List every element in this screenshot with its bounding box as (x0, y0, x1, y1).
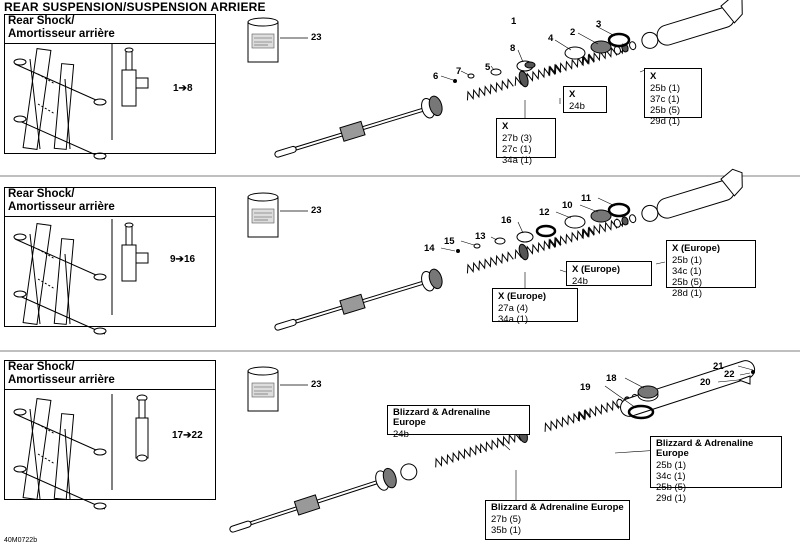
box-line: 27c (1) (502, 144, 532, 155)
panel-1-box-x-b: X 24b (563, 86, 607, 113)
callout-4: 4 (548, 33, 554, 44)
box-header: X (Europe) (672, 243, 721, 254)
oil-ref-callout: 23 (311, 32, 322, 43)
callout-1: 1 (511, 16, 517, 27)
oil-ref-callout: 23 (311, 205, 322, 216)
shock-thumbnail-1 (121, 47, 149, 107)
callout-12: 12 (539, 207, 550, 218)
box-line: 37c (1) (650, 94, 680, 105)
box-header: Blizzard & Adrenaline Europe (491, 502, 624, 513)
box-header: X (Europe) (498, 291, 547, 302)
box-header: Blizzard & Adrenaline Europe (393, 407, 491, 428)
panel-1-box-x-c: X 27b (3) 27c (1) 34a (1) (496, 118, 556, 166)
box-line: 28d (1) (672, 288, 703, 299)
box-header: X (650, 71, 657, 82)
panel-2-thumbnail-frame (4, 217, 216, 327)
box-line: 29d (1) (656, 493, 687, 504)
callout-11: 11 (581, 193, 592, 204)
callout-20: 20 (700, 377, 711, 388)
callout-22: 22 (724, 369, 735, 380)
callout-18: 18 (606, 373, 617, 384)
panel-1-thumbnail-frame (4, 44, 216, 154)
callout-13: 13 (475, 231, 486, 242)
page-title: REAR SUSPENSION/SUSPENSION ARRIERE (4, 0, 266, 14)
shock-thumbnail-3 (135, 394, 149, 462)
box-line: 27b (5) (491, 514, 522, 525)
panel-2-header: Rear Shock/ Amortisseur arrière (4, 187, 216, 217)
box-line: 24b (393, 429, 409, 440)
panel-3-thumbnail-frame (4, 390, 216, 500)
panel-2-title-en: Rear Shock/ (8, 188, 75, 200)
panel-1-art (13, 0, 743, 160)
panel-3-box-blizzard-b: Blizzard & Adrenaline Europe 25b (1) 34c… (650, 436, 782, 504)
callout-10: 10 (562, 200, 573, 211)
oil-ref-callout: 23 (311, 379, 322, 390)
callout-6: 6 (433, 71, 439, 82)
panel-3-title-en: Rear Shock/ (8, 361, 75, 373)
panel-1-title-en: Rear Shock/ (8, 15, 75, 27)
oil-can-icon (247, 192, 279, 238)
box-line: 25b (5) (656, 482, 687, 493)
box-line: 27b (3) (502, 133, 533, 144)
shock-thumbnail-2 (121, 222, 149, 282)
panel-1-title-fr: Amortisseur arrière (8, 28, 115, 40)
box-line: 24b (569, 101, 585, 112)
callout-7: 7 (456, 66, 462, 77)
panel-2-art (13, 168, 743, 335)
box-line: 34c (1) (656, 471, 686, 482)
panel-3-range: 17➔22 (172, 430, 203, 441)
callout-14: 14 (424, 243, 435, 254)
box-line: 25b (5) (672, 277, 703, 288)
panel-2-title-fr: Amortisseur arrière (8, 201, 115, 213)
box-line: 25b (1) (672, 255, 703, 266)
callout-21: 21 (713, 361, 724, 372)
panel-3-title-fr: Amortisseur arrière (8, 374, 115, 386)
oil-can-icon (247, 17, 279, 63)
box-line: 24b (572, 276, 588, 287)
box-line: 25b (1) (656, 460, 687, 471)
box-line: 25b (5) (650, 105, 681, 116)
box-line: 35b (1) (491, 525, 522, 536)
box-header: Blizzard & Adrenaline Europe (656, 438, 754, 459)
box-line: 27a (4) (498, 303, 529, 314)
callout-16: 16 (501, 215, 512, 226)
box-line: 34a (1) (498, 314, 529, 325)
callout-8: 8 (510, 43, 516, 54)
figure-ref: 40M0722b (4, 537, 38, 544)
panel-1-header: Rear Shock/ Amortisseur arrière (4, 14, 216, 44)
panel-3-header: Rear Shock/ Amortisseur arrière (4, 360, 216, 390)
panel-2-box-europe-c: X (Europe) 27a (4) 34a (1) (492, 288, 578, 325)
box-line: 25b (1) (650, 83, 681, 94)
panel-3-box-blizzard-c: Blizzard & Adrenaline Europe 27b (5) 35b… (485, 500, 630, 540)
callout-3: 3 (596, 19, 602, 30)
box-header: X (Europe) (572, 264, 621, 275)
box-line: 34c (1) (672, 266, 702, 277)
box-header: X (502, 121, 509, 132)
callout-2: 2 (570, 27, 576, 38)
panel-3-art (13, 360, 756, 533)
callout-5: 5 (485, 62, 491, 73)
box-line: 34a (1) (502, 155, 533, 166)
box-header: X (569, 89, 576, 100)
panel-2-box-europe-a: X (Europe) 25b (1) 34c (1) 25b (5) 28d (… (666, 240, 756, 299)
panel-2-range: 9➔16 (170, 254, 196, 265)
callout-15: 15 (444, 236, 455, 247)
panel-3-box-blizzard-a: Blizzard & Adrenaline Europe 24b (387, 405, 530, 440)
panel-2-box-europe-b: X (Europe) 24b (566, 261, 652, 287)
oil-can-icon (247, 366, 279, 412)
panel-1-box-x-a: X 25b (1) 37c (1) 25b (5) 29d (1) (644, 68, 702, 127)
box-line: 29d (1) (650, 116, 681, 127)
panel-1-range: 1➔8 (173, 83, 193, 94)
callout-19: 19 (580, 382, 591, 393)
